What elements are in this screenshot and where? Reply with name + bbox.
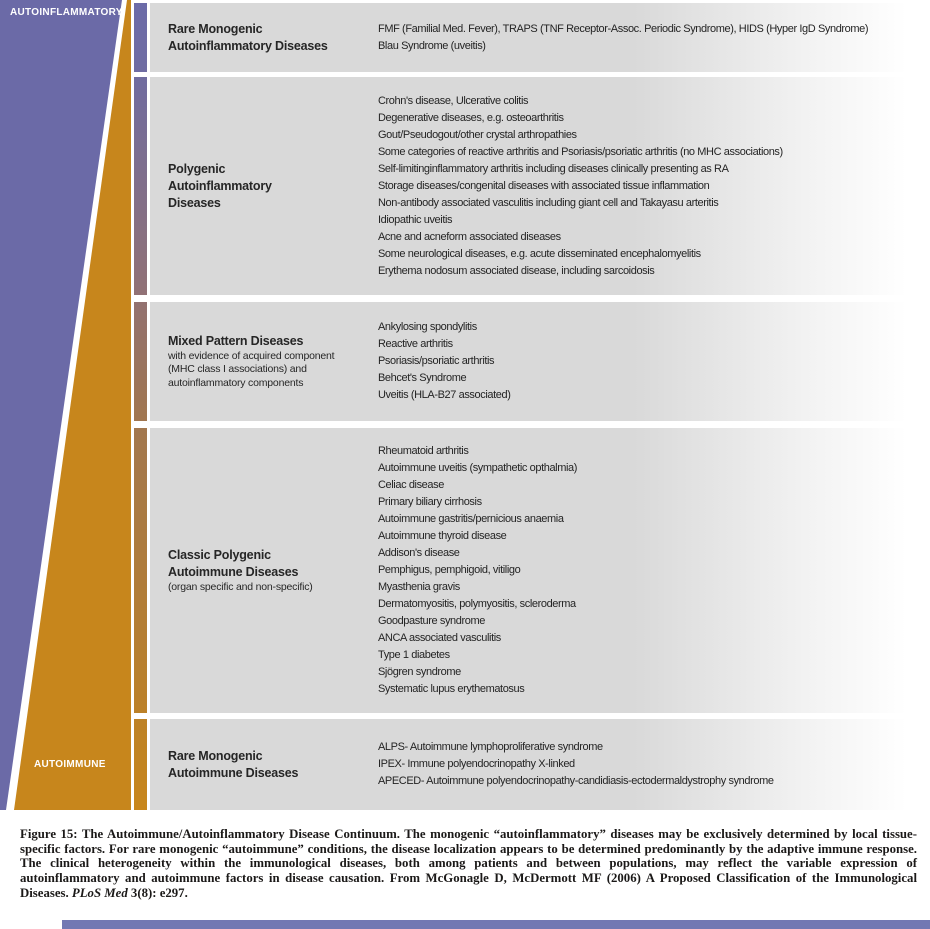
- disease-item: Pemphigus, pemphigoid, vitiligo: [378, 564, 521, 576]
- caption-text: Figure 15: The Autoimmune/Autoinflammato…: [20, 827, 917, 900]
- disease-item: Psoriasis/psoriatic arthritis: [378, 355, 495, 367]
- continuum-strip-segment: [134, 302, 147, 421]
- disease-item: Storage diseases/congenital diseases wit…: [378, 179, 710, 192]
- box-title-line: Polygenic: [168, 161, 226, 176]
- continuum-strip-segment: [134, 77, 147, 295]
- disease-item: Autoimmune gastritis/pernicious anaemia: [378, 513, 564, 525]
- box-title-line: Autoimmune Diseases: [168, 765, 299, 780]
- disease-item: Celiac disease: [378, 479, 444, 491]
- disease-item: Ankylosing spondylitis: [378, 321, 477, 333]
- disease-continuum-figure: AUTOINFLAMMATORY AUTOIMMUNE Rare Monogen…: [0, 0, 930, 810]
- figure-caption: Figure 15: The Autoimmune/Autoinflammato…: [20, 827, 917, 901]
- disease-item: Systematic lupus erythematosus: [378, 683, 525, 695]
- disease-item: Autoimmune uveitis (sympathetic opthalmi…: [378, 462, 578, 474]
- autoinflammatory-label: AUTOINFLAMMATORY: [10, 7, 123, 18]
- disease-item: Blau Syndrome (uveitis): [378, 39, 486, 52]
- disease-item: Behcet's Syndrome: [378, 372, 467, 384]
- disease-item: Acne and acneform associated diseases: [378, 230, 561, 243]
- disease-item: Autoimmune thyroid disease: [378, 530, 507, 542]
- disease-item: Type 1 diabetes: [378, 649, 450, 661]
- disease-list: FMF (Familial Med. Fever), TRAPS (TNF Re…: [378, 21, 930, 55]
- box-title-line: Autoimmune Diseases: [168, 564, 299, 579]
- disease-item: Crohn's disease, Ulcerative colitis: [378, 94, 529, 107]
- box-subtitle-line: (MHC class I associations) and: [168, 363, 307, 376]
- disease-item: Erythema nodosum associated disease, inc…: [378, 264, 655, 277]
- disease-item: Non-antibody associated vasculitis inclu…: [378, 196, 719, 209]
- box-title-line: Autoinflammatory: [168, 178, 272, 193]
- disease-item: ANCA associated vasculitis: [378, 632, 501, 644]
- disease-item: Primary biliary cirrhosis: [378, 496, 482, 508]
- disease-item: Some categories of reactive arthritis an…: [378, 145, 783, 158]
- disease-item: APECED- Autoimmune polyendocrinopathy-ca…: [378, 775, 774, 787]
- autoimmune-label: AUTOIMMUNE: [34, 759, 106, 770]
- continuum-strip-segment: [134, 719, 147, 810]
- box-subtitle-line: (organ specific and non-specific): [168, 580, 313, 593]
- disease-item: Uveitis (HLA-B27 associated): [378, 389, 511, 401]
- box-title-line: Diseases: [168, 195, 221, 210]
- disease-item: IPEX- Immune polyendocrinopathy X-linked: [378, 758, 575, 770]
- disease-item: Reactive arthritis: [378, 338, 453, 350]
- disease-item: Goodpasture syndrome: [378, 615, 485, 627]
- disease-item: Some neurological diseases, e.g. acute d…: [378, 247, 701, 260]
- box-title-line: Rare Monogenic: [168, 748, 263, 763]
- disease-item: Self-limitinginflammatory arthritis incl…: [378, 162, 729, 175]
- box-subtitle-line: with evidence of acquired component: [168, 349, 335, 362]
- disease-item: Degenerative diseases, e.g. osteoarthrit…: [378, 111, 564, 124]
- disease-item: Sjögren syndrome: [378, 666, 461, 678]
- disease-item: ALPS- Autoimmune lymphoproliferative syn…: [378, 741, 603, 753]
- continuum-strip-segment: [134, 428, 147, 713]
- bottom-bar: [62, 920, 930, 929]
- disease-list: ALPS- Autoimmune lymphoproliferative syn…: [378, 739, 930, 790]
- disease-item: FMF (Familial Med. Fever), TRAPS (TNF Re…: [378, 22, 869, 35]
- caption-citation-suffix: 3(8): e297.: [127, 885, 188, 900]
- disease-item: Dermatomyositis, polymyositis, scleroder…: [378, 598, 576, 610]
- box-title-line: Rare Monogenic: [168, 21, 263, 36]
- disease-item: Myasthenia gravis: [378, 581, 460, 593]
- box-subtitle-line: autoinflammatory components: [168, 376, 304, 389]
- box-title-line: Autoinflammatory Diseases: [168, 38, 328, 53]
- box-title-line: Mixed Pattern Diseases: [168, 333, 304, 348]
- disease-item: Rheumatoid arthritis: [378, 445, 469, 457]
- disease-item: Addison's disease: [378, 547, 460, 559]
- box-title-line: Classic Polygenic: [168, 547, 271, 562]
- disease-item: Gout/Pseudogout/other crystal arthropath…: [378, 128, 577, 141]
- continuum-strip-segment: [134, 3, 147, 72]
- disease-item: Idiopathic uveitis: [378, 213, 453, 226]
- caption-journal-name: PLoS Med: [71, 885, 128, 900]
